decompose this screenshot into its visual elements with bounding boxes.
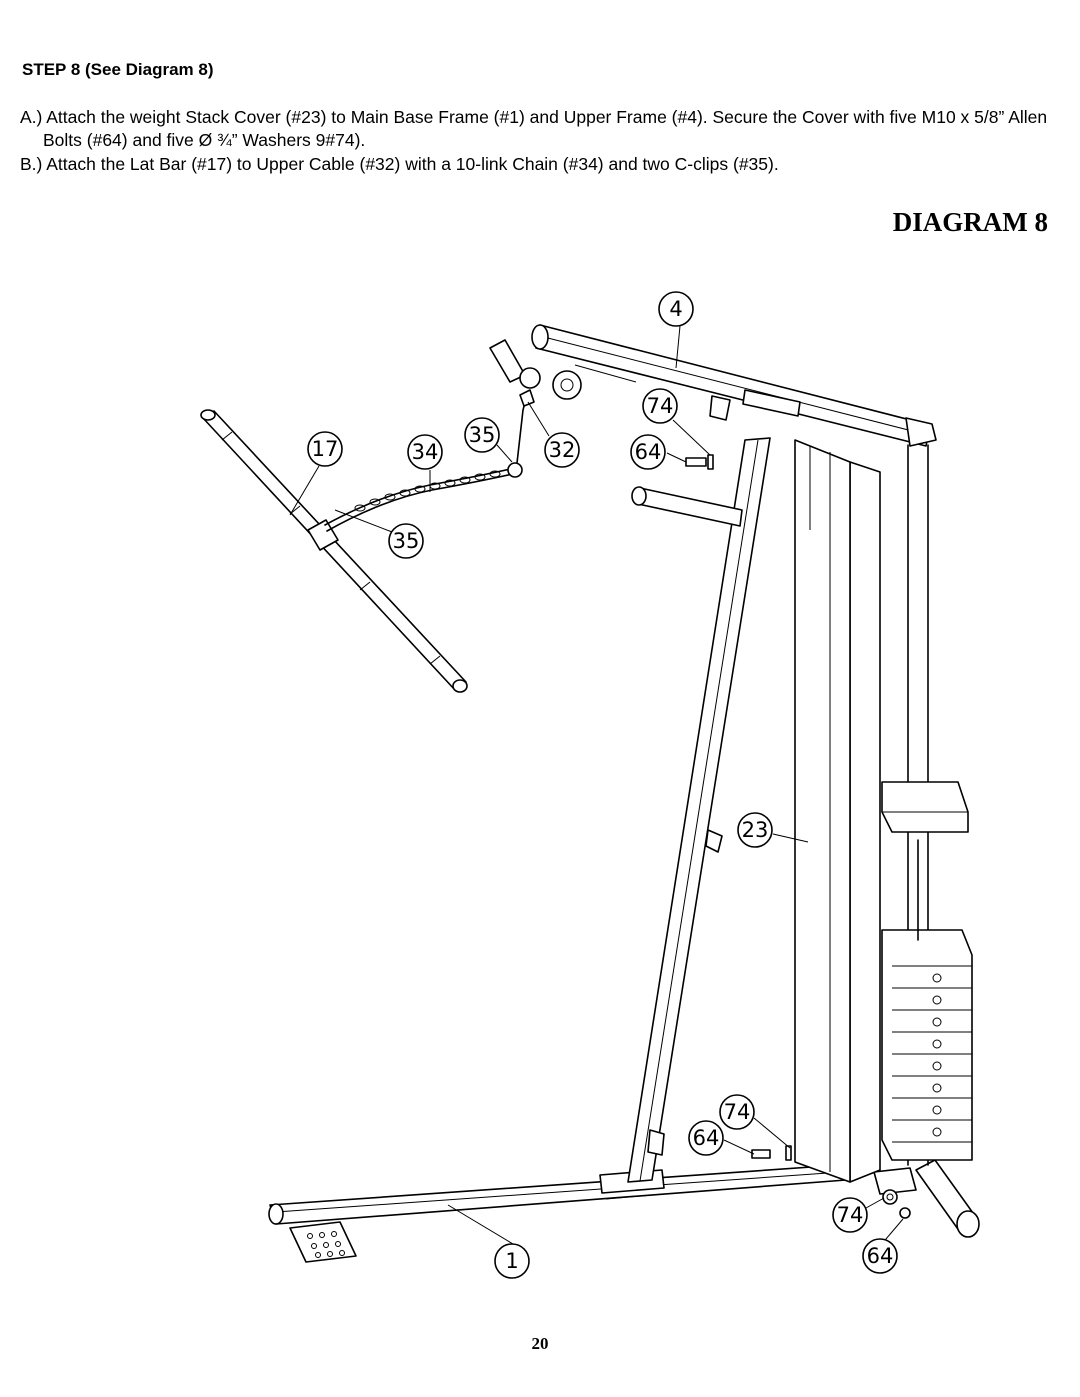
svg-text:17: 17 xyxy=(312,437,339,461)
callout-4: 4 xyxy=(658,291,694,327)
callout-32: 32 xyxy=(544,432,580,468)
front-post-drawing xyxy=(627,437,771,1183)
instruction-a: A.) Attach the weight Stack Cover (#23) … xyxy=(20,107,1048,150)
svg-text:32: 32 xyxy=(549,438,576,462)
svg-text:74: 74 xyxy=(647,394,674,418)
callout-1: 1 xyxy=(494,1243,530,1279)
svg-text:64: 64 xyxy=(693,1126,720,1150)
hardware-drawing xyxy=(685,454,911,1219)
callout-74-top: 74 xyxy=(642,388,678,424)
callout-64-bottom: 64 xyxy=(862,1238,898,1274)
callout-17: 17 xyxy=(307,431,343,467)
diagram-heading: DIAGRAM 8 xyxy=(892,207,1048,237)
svg-text:4: 4 xyxy=(669,297,682,321)
callout-74-bottom: 74 xyxy=(832,1197,868,1233)
callout-35-bottom: 35 xyxy=(388,523,424,559)
callout-64-mid: 64 xyxy=(688,1120,724,1156)
callout-74-mid: 74 xyxy=(719,1094,755,1130)
stack-cover-drawing xyxy=(794,439,881,1183)
svg-text:74: 74 xyxy=(724,1100,751,1124)
step-title: STEP 8 (See Diagram 8) xyxy=(22,60,214,79)
svg-text:35: 35 xyxy=(469,423,496,447)
svg-text:74: 74 xyxy=(837,1203,864,1227)
svg-text:23: 23 xyxy=(742,818,769,842)
svg-text:34: 34 xyxy=(412,440,439,464)
page-number: 20 xyxy=(531,1334,549,1353)
leader-lines xyxy=(289,325,904,1247)
upper-frame-drawing xyxy=(489,324,937,447)
svg-text:1: 1 xyxy=(505,1249,518,1273)
callout-23: 23 xyxy=(737,812,773,848)
callout-34: 34 xyxy=(407,434,443,470)
svg-text:64: 64 xyxy=(867,1244,894,1268)
svg-text:35: 35 xyxy=(393,529,420,553)
callout-64-top: 64 xyxy=(630,434,666,470)
weight-stack-drawing xyxy=(881,444,973,1166)
svg-text:64: 64 xyxy=(635,440,662,464)
callout-35-top: 35 xyxy=(464,417,500,453)
instruction-b: B.) Attach the Lat Bar (#17) to Upper Ca… xyxy=(20,154,779,174)
lat-bar-assembly-drawing xyxy=(200,389,535,693)
